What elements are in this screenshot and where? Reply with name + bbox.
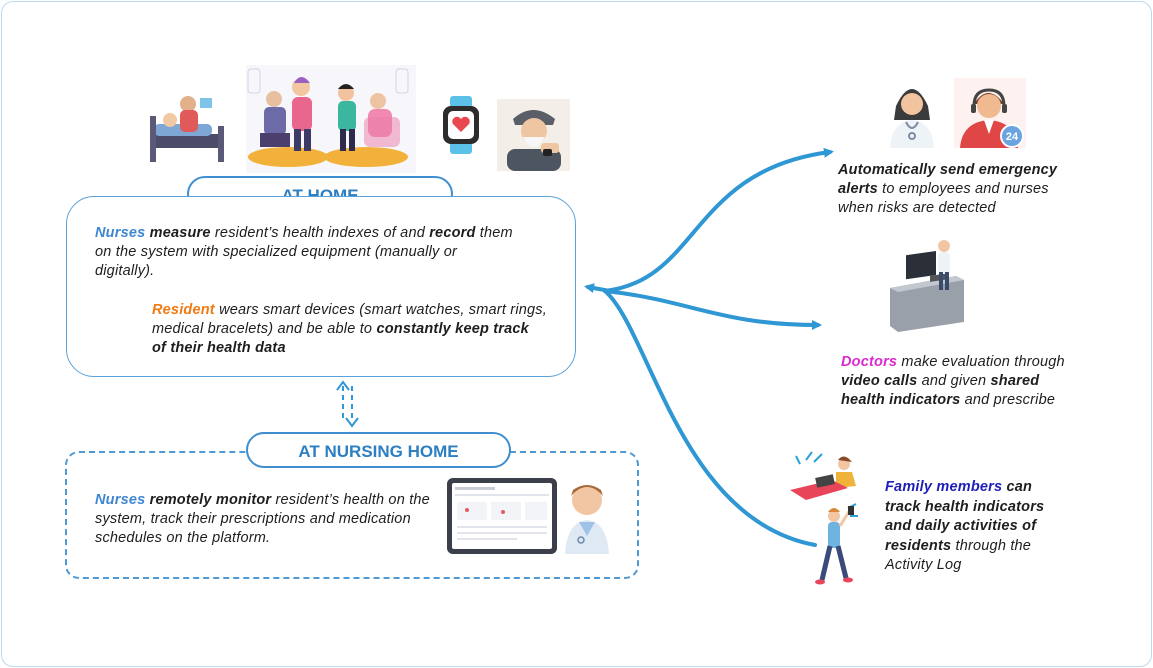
nurses-highlight: Nurses (95, 225, 146, 241)
video-calls-highlight: video calls (841, 373, 918, 389)
doctors-text-1: make evaluation through (897, 354, 1065, 370)
female-nurse-icon (890, 89, 934, 148)
doctors-text-3: and prescribe (960, 392, 1056, 408)
record-highlight: record (429, 225, 476, 241)
doctors-highlight: Doctors (841, 354, 898, 370)
doctors-text: Doctors make evaluation through video ca… (841, 353, 1066, 410)
nurse-tablet-icon (447, 478, 609, 554)
measure-highlight: measure (149, 225, 211, 241)
keep-track-highlight: constantly keep track of their health da… (152, 321, 529, 356)
resident-highlight: Resident (152, 302, 215, 318)
at-nursing-home-label: AT NURSING HOME (246, 432, 511, 468)
nurses-caring-elderly-icon (246, 65, 416, 173)
doctor-computer-icon (890, 240, 964, 332)
at-home-box (66, 196, 576, 377)
nursing-home-text: Nurses remotely monitor resident’s healt… (95, 491, 440, 548)
doctors-text-2: and given (917, 373, 991, 389)
family-text-1: through the Activity Log (885, 537, 1032, 574)
smartwatch-icon (443, 96, 479, 154)
family-track-highlight: can track health indicators and daily ac… (885, 479, 1045, 554)
remotely-monitor-highlight: remotely monitor (149, 492, 272, 508)
home-nurses-text-1: resident’s health indexes of and (210, 225, 430, 241)
alerts-highlight: Automatically send emergency alerts (838, 162, 1058, 197)
alerts-text-1: to employees and nurses when risks are d… (838, 181, 1049, 216)
home-nurses-text: Nurses measure resident’s health indexes… (95, 224, 515, 281)
family-highlight: Family members (885, 479, 1003, 495)
family-text: Family members can track health indicato… (885, 478, 1060, 576)
home-nurses-text-2: them on the system with specialized equi… (95, 225, 513, 279)
nurses-remote-highlight: Nurses (95, 492, 146, 508)
home-resident-text-1: wears smart devices (smart watches, smar… (152, 302, 547, 337)
support-agent-24-icon: 24 (954, 78, 1026, 148)
shared-indicators-highlight: shared health indicators (841, 373, 1040, 408)
badge-24: 24 (1006, 131, 1019, 143)
home-resident-text: Resident wears smart devices (smart watc… (152, 301, 547, 358)
elderly-man-watch-icon (497, 99, 570, 171)
family-members-icon (790, 451, 858, 585)
nursing-home-text-1: resident’s health on the system, track t… (95, 492, 430, 546)
alerts-text: Automatically send emergency alerts to e… (838, 161, 1068, 218)
bed-patient-icon (150, 96, 224, 162)
